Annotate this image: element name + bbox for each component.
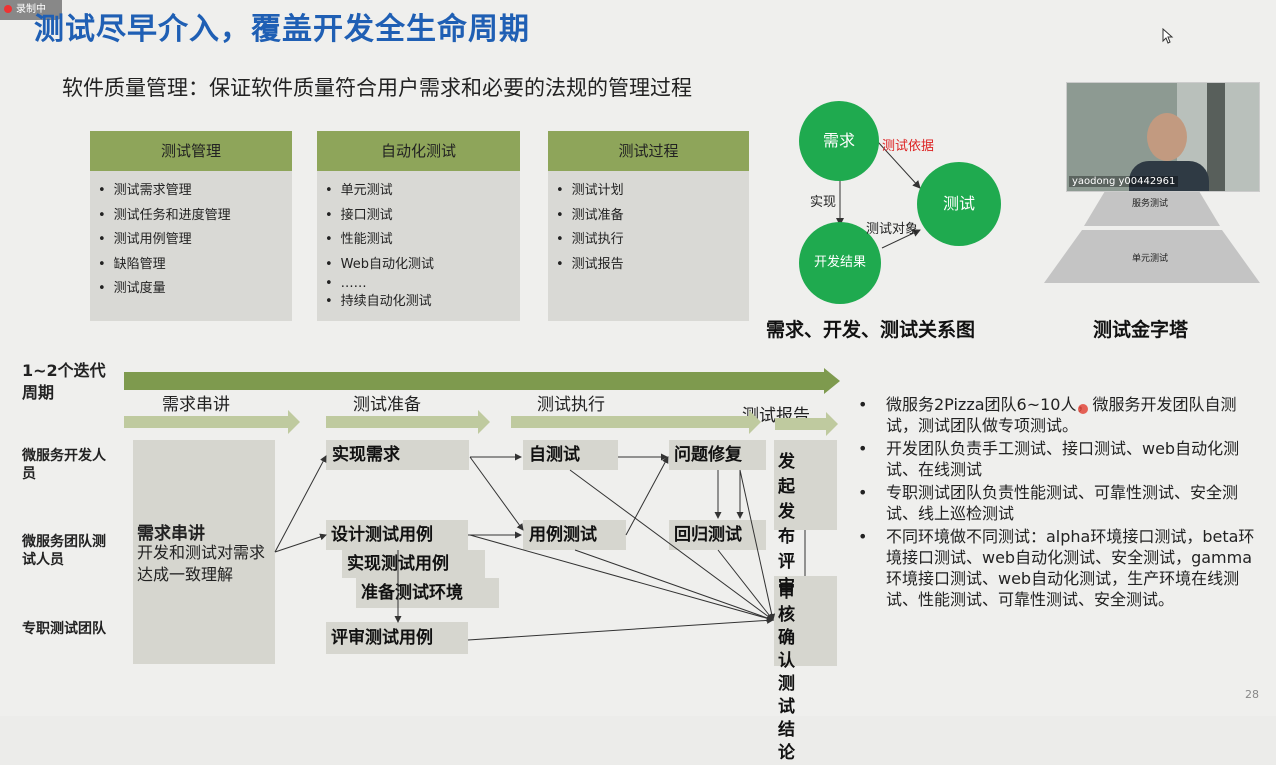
release-review-bg xyxy=(774,440,837,530)
case-test-box: 用例测试 xyxy=(523,520,626,550)
phase-arrow-head xyxy=(478,410,490,434)
card-body: 单元测试 接口测试 性能测试 Web自动化测试 …… 持续自动化测试 xyxy=(317,171,520,321)
dev-result-circle: 开发结果 xyxy=(799,222,881,304)
note-item: 微服务2Pizza团队6~10人，微服务开发团队自测试，测试团队做专项测试。 xyxy=(856,394,1262,436)
pyramid-caption: 测试金字塔 xyxy=(1093,319,1189,341)
cycle-arrow-head xyxy=(824,368,840,394)
req-box-title: 需求串讲 xyxy=(137,524,205,544)
phase-arrow xyxy=(326,416,480,428)
laser-pointer-icon xyxy=(1078,404,1088,414)
card-test-management: 测试管理 测试需求管理 测试任务和进度管理 测试用例管理 缺陷管理 测试度量 xyxy=(90,131,292,321)
confirm-conclusion-bg xyxy=(774,576,837,666)
person-face xyxy=(1147,113,1187,161)
recording-label: 录制中 xyxy=(16,4,46,15)
mouse-cursor-icon xyxy=(1162,28,1174,44)
list-item: 测试报告 xyxy=(566,253,749,278)
record-dot-icon xyxy=(4,5,12,13)
list-item: 接口测试 xyxy=(335,204,520,229)
card-test-process: 测试过程 测试计划 测试准备 测试执行 测试报告 xyxy=(548,131,749,321)
phase-arrow xyxy=(775,418,827,430)
card-header: 测试管理 xyxy=(90,131,292,171)
card-body: 测试需求管理 测试任务和进度管理 测试用例管理 缺陷管理 测试度量 xyxy=(90,171,292,321)
list-item: 测试需求管理 xyxy=(108,179,292,204)
role-dedicated-tester: 专职测试团队 xyxy=(22,621,106,637)
cycle-label: 1~2个迭代周期 xyxy=(22,361,106,402)
prepare-env-box: 准备测试环境 xyxy=(356,578,499,608)
list-item: …… xyxy=(335,277,520,291)
test-object-label: 测试对象 xyxy=(866,222,919,237)
list-item: 测试任务和进度管理 xyxy=(108,204,292,229)
person-body xyxy=(1129,161,1209,191)
list-item: 持续自动化测试 xyxy=(335,291,520,313)
list-item: 测试度量 xyxy=(108,277,292,302)
phase-arrow xyxy=(511,416,751,428)
regression-box: 回归测试 xyxy=(669,520,766,550)
flow-arrows xyxy=(274,453,806,641)
role-team-tester: 微服务团队测试人员 xyxy=(22,534,106,568)
design-case-box: 设计测试用例 xyxy=(326,520,468,550)
notes-list: 微服务2Pizza团队6~10人，微服务开发团队自测试，测试团队做专项测试。 开… xyxy=(856,394,1262,610)
implement-label: 实现 xyxy=(810,195,837,210)
note-item: 专职测试团队负责性能测试、可靠性测试、安全测试、线上巡检测试 xyxy=(856,482,1262,524)
phase-label: 测试执行 xyxy=(537,395,605,415)
note-item: 不同环境做不同测试：alpha环境接口测试，beta环境接口测试、web自动化测… xyxy=(856,526,1262,610)
pyramid-service-layer: 服务测试 xyxy=(1132,199,1169,209)
note-item: 开发团队负责手工测试、接口测试、web自动化测试、在线测试 xyxy=(856,438,1262,480)
phase-arrow-head xyxy=(288,410,300,434)
phase-arrow-head xyxy=(826,412,838,436)
slide-subtitle: 软件质量管理：保证软件质量符合用户需求和必要的法规的管理过程 xyxy=(62,76,692,100)
card-automation: 自动化测试 单元测试 接口测试 性能测试 Web自动化测试 …… 持续自动化测试 xyxy=(317,131,520,321)
page-number: 28 xyxy=(1245,688,1259,701)
list-item: 测试计划 xyxy=(566,179,749,204)
card-header: 自动化测试 xyxy=(317,131,520,171)
pyramid-unit-layer: 单元测试 xyxy=(1132,254,1169,264)
video-name-label: yaodong y00442961 xyxy=(1069,176,1179,187)
role-dev: 微服务开发人员 xyxy=(22,448,106,482)
phase-label: 需求串讲 xyxy=(162,395,230,415)
video-frame xyxy=(1207,83,1225,191)
release-review-box: 发起发布评审 xyxy=(778,452,795,597)
test-circle: 测试 xyxy=(917,162,1001,246)
req-box-desc: 开发和测试对需求达成一致理解 xyxy=(137,543,266,584)
slide: 录制中 测试尽早介入，覆盖开发全生命周期 软件质量管理：保证软件质量符合用户需求… xyxy=(0,0,1276,716)
relation-arrows xyxy=(836,141,921,249)
slide-title: 测试尽早介入，覆盖开发全生命周期 xyxy=(34,12,530,47)
list-item: 测试准备 xyxy=(566,204,749,229)
list-item: 测试执行 xyxy=(566,228,749,253)
list-item: 性能测试 xyxy=(335,228,520,253)
cycle-arrow xyxy=(124,372,826,390)
issue-fix-box: 问题修复 xyxy=(669,440,766,470)
requirement-briefing-box: 需求串讲 开发和测试对需求达成一致理解 xyxy=(133,440,275,664)
requirement-circle: 需求 xyxy=(799,101,879,181)
list-item: Web自动化测试 xyxy=(335,253,520,278)
phase-arrow xyxy=(124,416,290,428)
card-body: 测试计划 测试准备 测试执行 测试报告 xyxy=(548,171,749,321)
list-item: 单元测试 xyxy=(335,179,520,204)
implement-requirement-box: 实现需求 xyxy=(326,440,469,470)
list-item: 测试用例管理 xyxy=(108,228,292,253)
review-case-box: 评审测试用例 xyxy=(326,622,468,654)
self-test-box: 自测试 xyxy=(523,440,618,470)
phase-label: 测试准备 xyxy=(353,395,421,415)
video-overlay[interactable]: yaodong y00442961 xyxy=(1066,82,1260,192)
phase-arrow-head xyxy=(749,410,761,434)
list-item: 缺陷管理 xyxy=(108,253,292,278)
test-basis-label: 测试依据 xyxy=(882,139,935,154)
recording-indicator[interactable]: 录制中 xyxy=(0,0,62,20)
relation-caption: 需求、开发、测试关系图 xyxy=(766,319,976,341)
card-header: 测试过程 xyxy=(548,131,749,171)
